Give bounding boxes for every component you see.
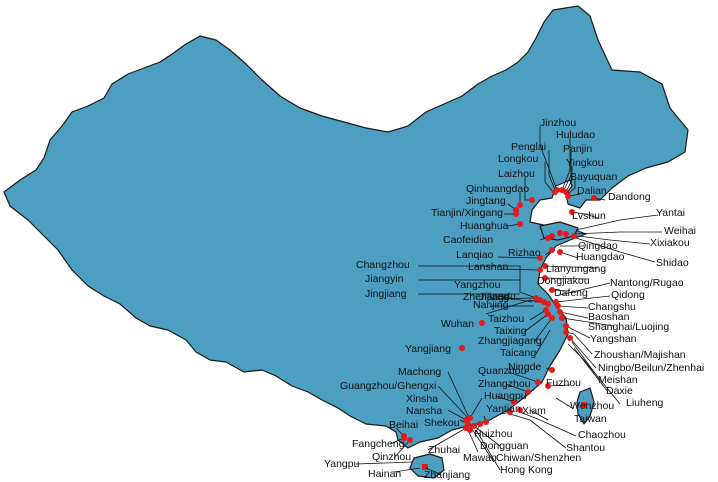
port-label: Wuhan (441, 318, 474, 330)
port-label: Xixiakou (650, 237, 690, 249)
port-label: Beihai (389, 419, 418, 431)
port-label: Qingdao (578, 240, 618, 252)
port-label: Taicang (500, 347, 536, 359)
port-label: Machong (398, 366, 441, 378)
port-label: Zhuhai (428, 444, 460, 456)
port-labels: Jinzhou Huludao Penglai Panjin Longkou Y… (324, 117, 704, 481)
port-label: Shanghai/Luojing (588, 321, 669, 333)
port-label: Ningbo/Beilun/Zhenhai (598, 362, 704, 374)
port-label: Panjin (563, 143, 592, 155)
port-label: Hainan (368, 468, 401, 480)
port-label: Baoshan (588, 311, 630, 323)
port-label: Zhenjiang (463, 291, 509, 303)
port-label: Hong Kong (500, 464, 553, 476)
port-label: Changshu (588, 301, 636, 313)
port-label: Yangpu (324, 458, 360, 470)
port-label: Qinzhou (372, 451, 411, 463)
port-label: Yingkou (566, 157, 604, 169)
port-label: Mawan (463, 452, 497, 464)
port-label: Dafeng (554, 287, 588, 299)
port-label: Shidao (656, 257, 689, 269)
port-label: Laizhou (498, 168, 535, 180)
port-label: Guangzhou/Ghengxi (340, 380, 436, 392)
port-label: Dongjiakou (537, 275, 590, 287)
port-label: Jingtang (466, 195, 506, 207)
port-label: Yantian (486, 403, 521, 415)
port-label: Fangcheng (352, 438, 405, 450)
port-label: Lanqiao (456, 249, 494, 261)
port-label: Chiwan/Shenzhen (496, 452, 581, 464)
taiwan-marker (581, 402, 587, 408)
port-label: Lvshun (572, 210, 606, 222)
port-label: Jiangyin (365, 273, 404, 285)
port-label: Qinhuangdao (466, 183, 529, 195)
port-label: Tianjin/Xingang (431, 207, 503, 219)
port-label: Taizhou (488, 313, 524, 325)
port-label: Meishan (598, 374, 638, 386)
port-label: Taixing (494, 325, 527, 337)
port-label: Xiam (522, 405, 546, 417)
port-label: Bayuquan (570, 171, 617, 183)
port-label: Yangshan (590, 333, 637, 345)
port-label: Huangdao (576, 251, 625, 263)
port-label: Chaozhou (578, 429, 626, 441)
port-label: Yangjiang (405, 343, 451, 355)
port-label: Quanzhou (478, 365, 527, 377)
port-label: Shekou (424, 417, 460, 429)
port-label: Zhangzhou (478, 378, 531, 390)
port-label: Shantou (566, 442, 605, 454)
port-label: Dongguan (480, 440, 529, 452)
port-label: Qidong (611, 289, 645, 301)
port-label: Longkou (498, 153, 538, 165)
port-label: Huangpu (484, 390, 527, 402)
port-label: Rizhao (508, 247, 541, 259)
port-label: Jingjiang (365, 288, 407, 300)
port-label: Ningde (508, 361, 541, 373)
port-label: Nanjing (473, 299, 509, 311)
port-label: Penglai (511, 141, 546, 153)
port-markers (401, 187, 597, 443)
port-label: Fuzhou (546, 377, 581, 389)
port-label: Jinzhou (540, 117, 576, 129)
port-label: Huanghua (460, 220, 509, 232)
port-label: Huludao (556, 129, 595, 141)
port-label: Xinsha (406, 393, 438, 405)
port-label: Lianyungang (546, 263, 606, 275)
port-label: Wenzhou (570, 400, 614, 412)
port-label: Nansha (406, 405, 442, 417)
port-label: Nantong/Rugao (610, 277, 684, 289)
port-label: Caofeidian (443, 234, 493, 246)
port-label: Dalian (577, 185, 607, 197)
port-label: Lanshan (468, 261, 508, 273)
port-label: Dandong (608, 191, 651, 203)
hainan-marker (422, 464, 428, 470)
port-label: Yangzhou (454, 279, 501, 291)
port-label: Jiangdu (479, 291, 516, 303)
port-label: Zhangjiagang (478, 335, 542, 347)
port-label: Weihai (664, 225, 696, 237)
port-label: Yantai (656, 207, 685, 219)
port-label: Zhanjiang (424, 469, 470, 481)
port-label: Liuheng (626, 397, 664, 409)
port-label: Taiwan (574, 413, 607, 425)
port-label: Changzhou (356, 259, 410, 271)
port-label: Huizhou (474, 428, 513, 440)
port-label: Daxie (606, 385, 633, 397)
china-mainland (3, 5, 689, 449)
port-label: Zhoushan/Majishan (594, 349, 686, 361)
